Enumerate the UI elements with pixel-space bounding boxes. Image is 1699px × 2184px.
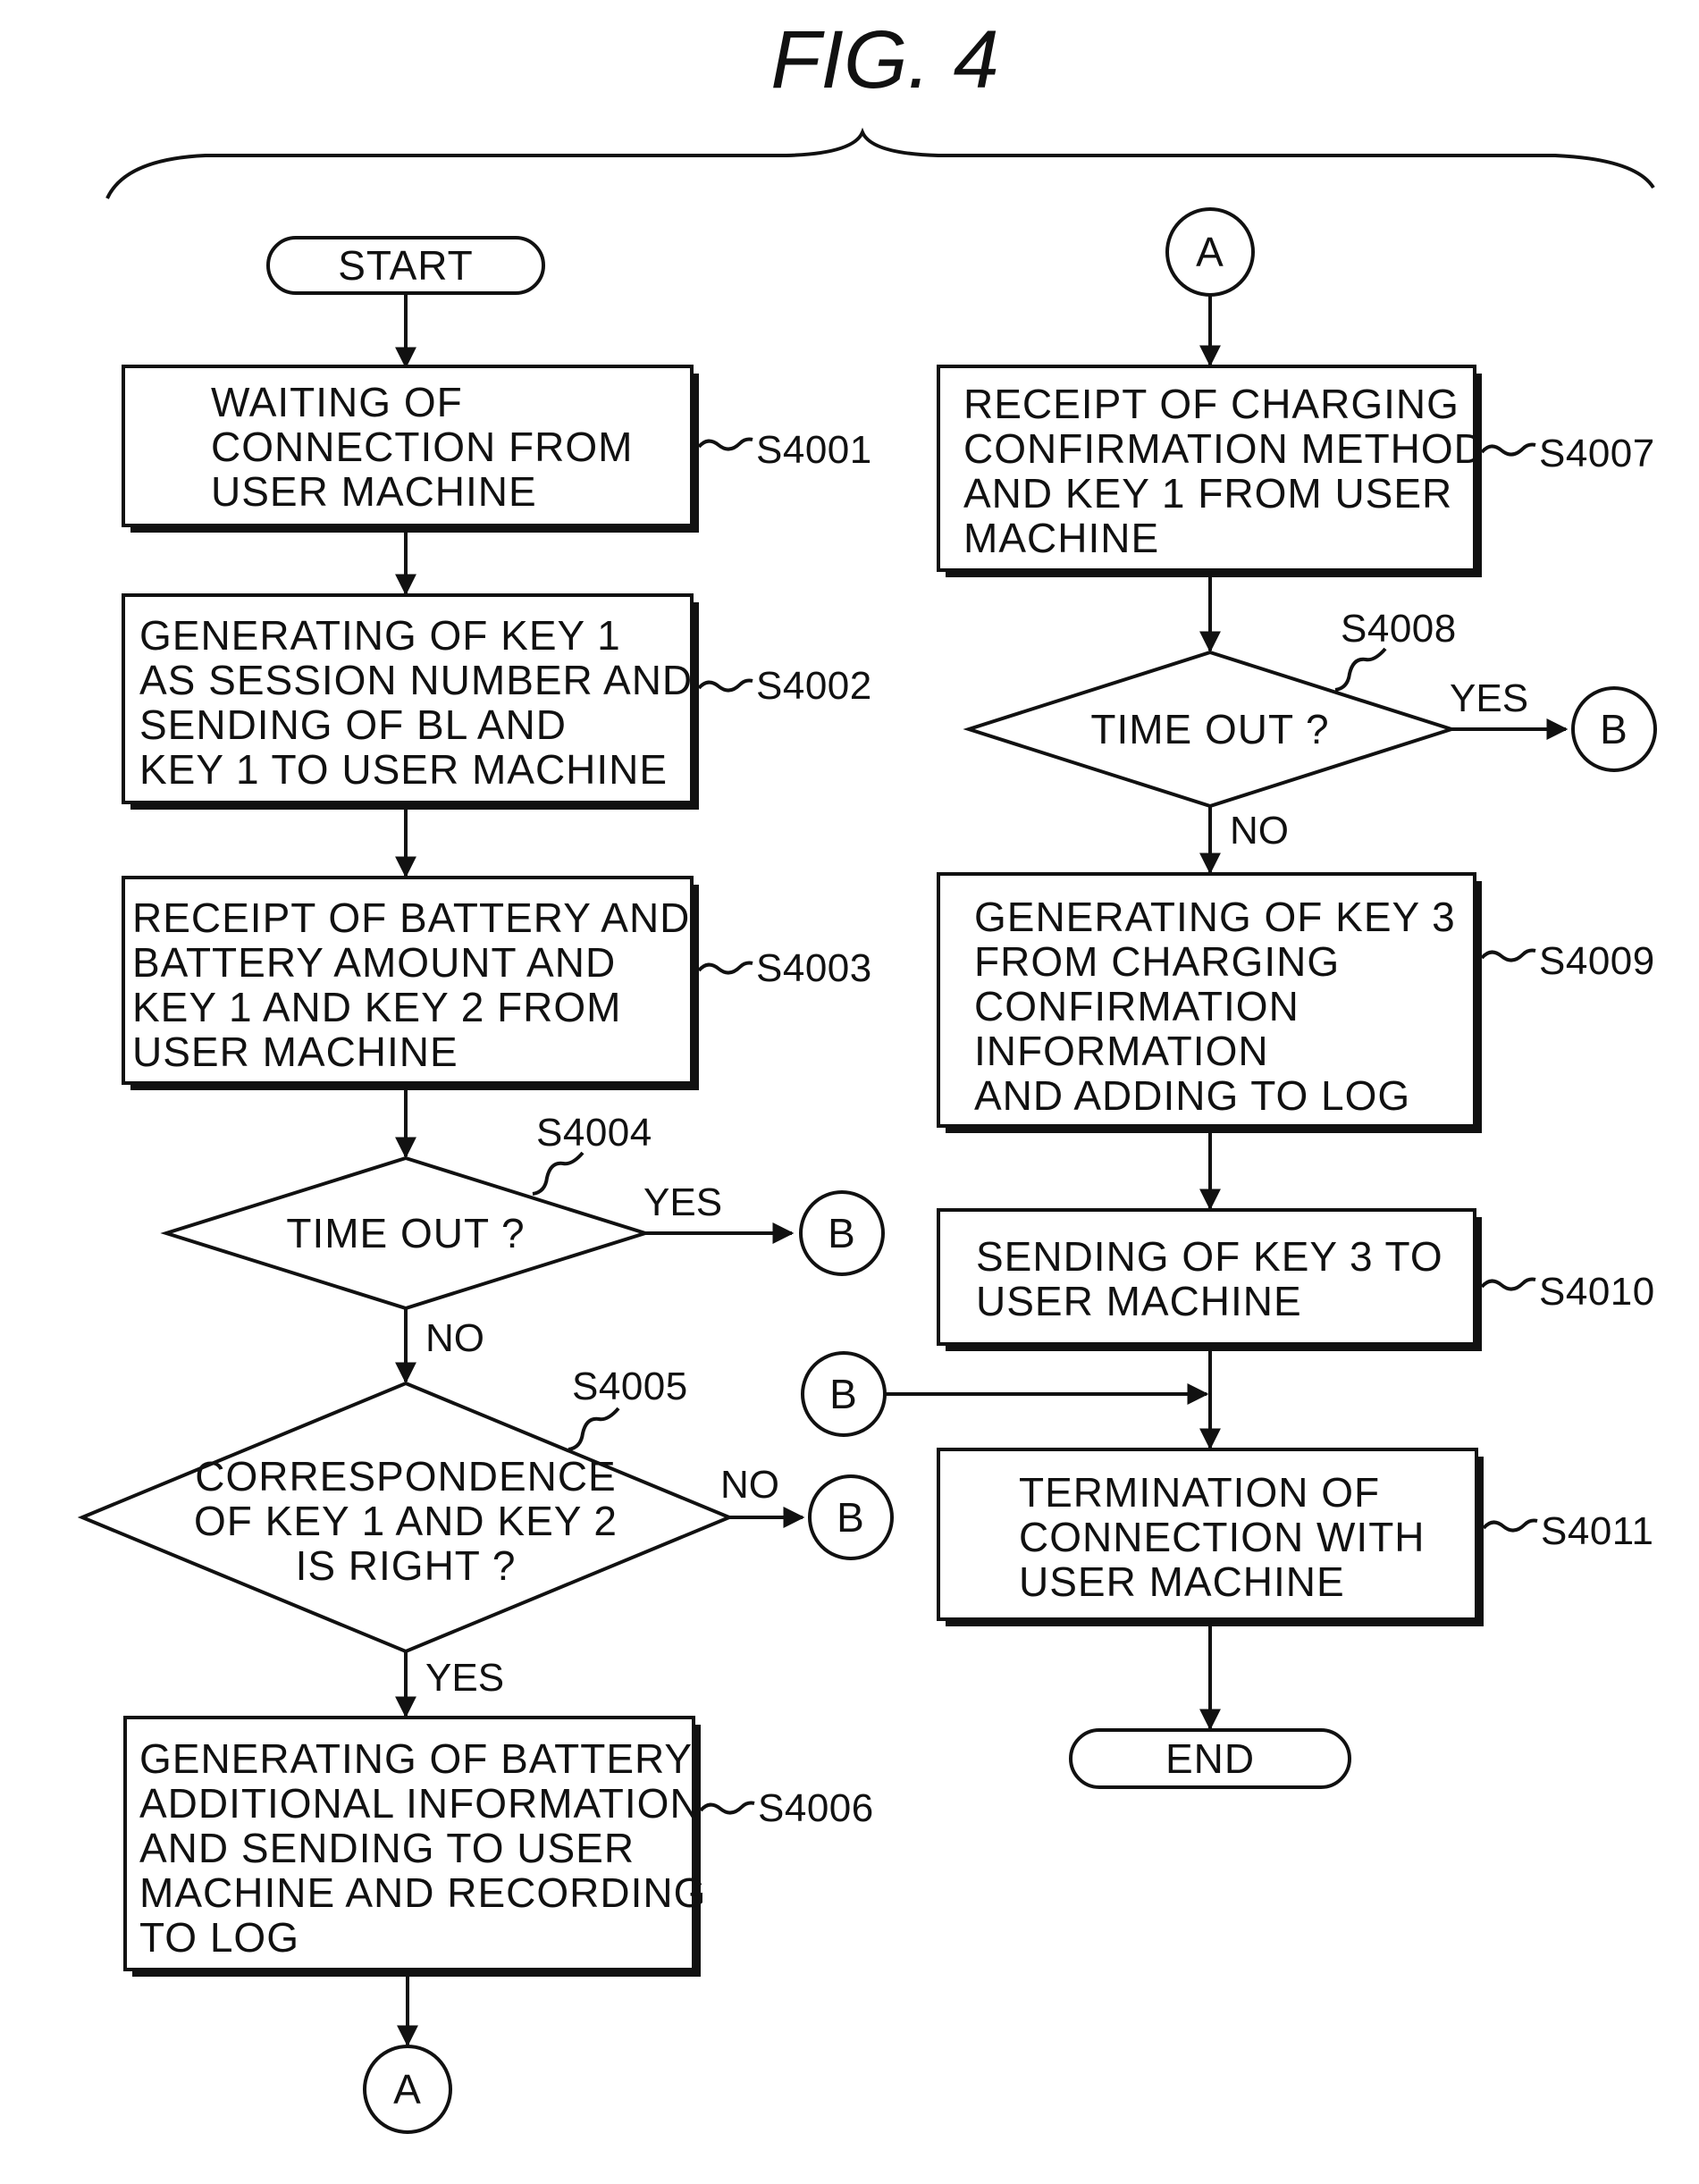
s4007-line-3: AND KEY 1 FROM USER — [963, 470, 1452, 517]
s4003-id: S4003 — [756, 946, 872, 990]
s4001-line-1: WAITING OF — [211, 379, 463, 425]
connector-b-2-label: B — [837, 1494, 865, 1541]
s4010-id: S4010 — [1539, 1270, 1655, 1314]
s4007-line-2: CONFIRMATION METHOD — [963, 425, 1485, 472]
s4005-id: S4005 — [572, 1365, 688, 1408]
connector-b-3-label: B — [1600, 706, 1628, 752]
end-terminal: END — [1071, 1730, 1350, 1787]
figure-brace — [107, 132, 1653, 198]
s4009-line-4: INFORMATION — [974, 1028, 1269, 1074]
s4008-id: S4008 — [1341, 607, 1457, 651]
process-box-s4001: WAITING OF CONNECTION FROM USER MACHINE — [123, 366, 699, 533]
process-box-s4007: RECEIPT OF CHARGING CONFIRMATION METHOD … — [938, 366, 1485, 577]
s4011-id: S4011 — [1541, 1509, 1653, 1553]
s4005-yes: YES — [425, 1656, 504, 1700]
s4007-id: S4007 — [1539, 432, 1655, 475]
s4003-line-3: KEY 1 AND KEY 2 FROM — [132, 984, 622, 1030]
s4003-line-4: USER MACHINE — [132, 1029, 458, 1075]
s4004-id: S4004 — [536, 1111, 652, 1155]
s4003-line-1: RECEIPT OF BATTERY AND — [132, 895, 690, 941]
process-box-s4009: GENERATING OF KEY 3 FROM CHARGING CONFIR… — [938, 874, 1482, 1133]
decision-s4008: TIME OUT ? — [969, 652, 1451, 806]
s4008-question: TIME OUT ? — [1090, 706, 1329, 752]
connector-a-in: A — [1167, 209, 1253, 295]
s4009-line-2: FROM CHARGING — [974, 938, 1340, 985]
s4010-line-1: SENDING OF KEY 3 TO — [976, 1233, 1443, 1280]
s4006-line-4: MACHINE AND RECORDING — [139, 1869, 706, 1916]
process-box-s4003: RECEIPT OF BATTERY AND BATTERY AMOUNT AN… — [123, 878, 699, 1090]
connector-b-1: B — [801, 1192, 883, 1274]
connector-a-out: A — [365, 2046, 450, 2132]
s4005-line-2: OF KEY 1 AND KEY 2 — [194, 1498, 618, 1544]
s4010-line-2: USER MACHINE — [976, 1278, 1302, 1324]
s4006-id: S4006 — [758, 1786, 874, 1830]
figure-title: FIG. 4 — [770, 14, 999, 105]
s4009-line-5: AND ADDING TO LOG — [974, 1072, 1410, 1119]
s4011-line-2: CONNECTION WITH — [1019, 1514, 1426, 1560]
s4002-id: S4002 — [756, 664, 872, 708]
s4002-line-1: GENERATING OF KEY 1 — [139, 612, 621, 659]
s4007-line-1: RECEIPT OF CHARGING — [963, 381, 1459, 427]
s4001-line-2: CONNECTION FROM — [211, 424, 633, 470]
s4009-line-1: GENERATING OF KEY 3 — [974, 894, 1456, 940]
s4006-line-5: TO LOG — [139, 1914, 299, 1961]
process-box-s4011: TERMINATION OF CONNECTION WITH USER MACH… — [938, 1449, 1484, 1626]
process-box-s4006: GENERATING OF BATTERY ADDITIONAL INFORMA… — [125, 1718, 706, 1977]
s4003-line-2: BATTERY AMOUNT AND — [132, 939, 616, 986]
s4006-line-3: AND SENDING TO USER — [139, 1825, 635, 1871]
process-box-s4010: SENDING OF KEY 3 TO USER MACHINE — [938, 1210, 1482, 1351]
end-label: END — [1165, 1735, 1255, 1782]
decision-s4004: TIME OUT ? — [166, 1158, 645, 1308]
s4002-line-2: AS SESSION NUMBER AND — [139, 657, 693, 703]
connector-b-3: B — [1573, 688, 1655, 770]
decision-s4005: CORRESPONDENCE OF KEY 1 AND KEY 2 IS RIG… — [82, 1383, 729, 1651]
s4005-line-1: CORRESPONDENCE — [195, 1453, 617, 1499]
s4008-yes: YES — [1450, 676, 1528, 720]
connector-b-in: B — [803, 1353, 885, 1435]
connector-a-out-label: A — [393, 2066, 422, 2113]
s4009-id: S4009 — [1539, 939, 1655, 983]
process-box-s4002: GENERATING OF KEY 1 AS SESSION NUMBER AN… — [123, 595, 699, 810]
connector-a-in-label: A — [1196, 229, 1224, 275]
connector-b-in-label: B — [829, 1371, 858, 1417]
s4005-no: NO — [720, 1463, 779, 1507]
s4004-no: NO — [425, 1316, 484, 1360]
connector-b-2: B — [810, 1476, 892, 1558]
s4009-line-3: CONFIRMATION — [974, 983, 1299, 1029]
s4004-yes: YES — [643, 1180, 722, 1224]
s4006-line-1: GENERATING OF BATTERY — [139, 1735, 693, 1782]
s4001-id: S4001 — [756, 428, 872, 472]
s4002-line-4: KEY 1 TO USER MACHINE — [139, 746, 668, 793]
s4007-line-4: MACHINE — [963, 515, 1159, 561]
s4006-line-2: ADDITIONAL INFORMATION — [139, 1780, 701, 1827]
s4005-line-3: IS RIGHT ? — [296, 1542, 517, 1589]
start-label: START — [338, 242, 474, 289]
s4004-question: TIME OUT ? — [286, 1210, 525, 1256]
start-terminal: START — [268, 238, 543, 293]
s4011-line-1: TERMINATION OF — [1019, 1469, 1380, 1516]
s4008-no: NO — [1230, 809, 1289, 853]
s4011-line-3: USER MACHINE — [1019, 1558, 1345, 1605]
s4001-line-3: USER MACHINE — [211, 468, 537, 515]
connector-b-1-label: B — [828, 1210, 856, 1256]
s4002-line-3: SENDING OF BL AND — [139, 701, 567, 748]
